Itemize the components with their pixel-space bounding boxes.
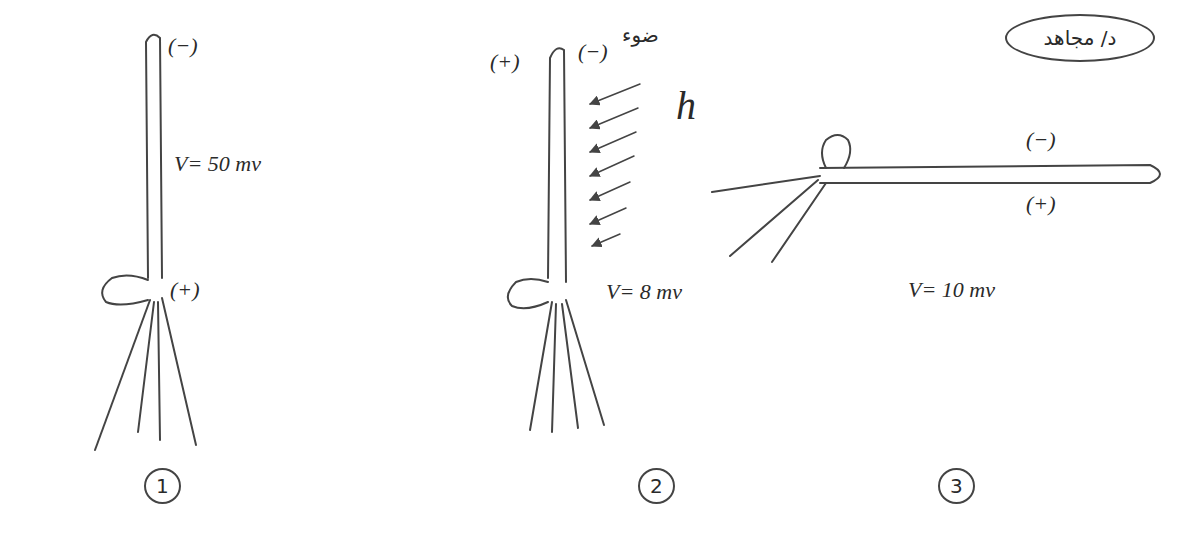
signature-oval: د/ مجاهد [1005, 14, 1155, 62]
light-symbol: h [676, 84, 696, 128]
polarity-sign: (−) [578, 40, 608, 64]
light-label: ضوء [622, 24, 659, 46]
node-text: 3 [950, 474, 963, 498]
voltage-value: V= 50 mv [174, 152, 261, 176]
polarity-sign: (+) [170, 278, 200, 302]
polarity-sign: (+) [490, 50, 520, 74]
figure-number: 3 [938, 468, 975, 504]
voltage-value: V= 10 mv [908, 278, 995, 302]
voltage-value: V= 8 mv [606, 280, 682, 304]
node-text: 2 [650, 474, 663, 498]
node-text: 1 [156, 474, 169, 498]
polarity-sign: (−) [1026, 128, 1056, 152]
node-text: د/ مجاهد [1044, 26, 1117, 50]
figure-number: 2 [638, 468, 675, 504]
figure-number: 1 [144, 468, 181, 504]
polarity-sign: (+) [1026, 192, 1056, 216]
polarity-sign: (−) [168, 34, 198, 58]
